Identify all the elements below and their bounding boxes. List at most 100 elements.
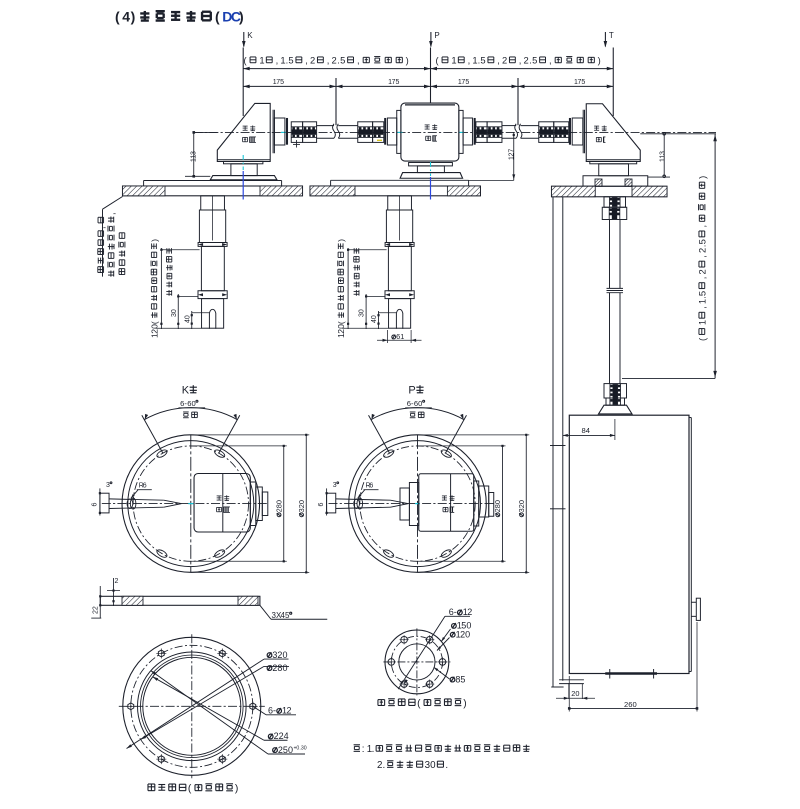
svg-text:,: , <box>697 225 708 228</box>
svg-text:4: 4 <box>184 319 191 323</box>
svg-text:(: ( <box>188 784 192 795</box>
svg-text:K: K <box>247 31 253 40</box>
svg-text:8: 8 <box>274 504 283 508</box>
svg-text:.: . <box>529 55 532 66</box>
svg-text:2: 2 <box>571 689 575 698</box>
svg-text:2: 2 <box>336 329 346 334</box>
svg-text:,: , <box>697 255 708 258</box>
svg-text:2: 2 <box>502 55 507 66</box>
svg-text:2: 2 <box>697 248 708 253</box>
svg-text:4: 4 <box>284 731 289 741</box>
svg-text:6: 6 <box>628 700 632 709</box>
svg-text:0: 0 <box>493 500 502 504</box>
svg-text:1: 1 <box>509 156 516 160</box>
svg-text:1: 1 <box>456 629 461 639</box>
svg-text:): ) <box>235 784 238 795</box>
svg-text:2: 2 <box>493 508 502 512</box>
svg-text:1: 1 <box>191 158 198 162</box>
svg-text:): ) <box>598 55 601 66</box>
svg-text:3: 3 <box>106 482 110 489</box>
svg-text:0: 0 <box>517 500 526 504</box>
svg-text:-: - <box>184 399 187 408</box>
svg-text:P: P <box>434 31 439 40</box>
svg-text:0: 0 <box>465 629 470 639</box>
svg-text:0: 0 <box>184 315 191 319</box>
svg-text:5: 5 <box>460 674 465 684</box>
svg-text:5: 5 <box>465 79 469 86</box>
svg-text:,: , <box>697 306 708 309</box>
svg-text:1: 1 <box>457 621 462 631</box>
svg-text:R: R <box>139 483 144 490</box>
svg-text:0: 0 <box>282 650 287 660</box>
svg-text:6: 6 <box>143 483 147 490</box>
svg-text:2: 2 <box>697 269 708 274</box>
svg-text:1: 1 <box>458 79 462 86</box>
svg-text:): ) <box>336 239 346 242</box>
svg-text:0: 0 <box>633 700 637 709</box>
svg-text:6: 6 <box>396 332 400 341</box>
svg-text:P: P <box>408 385 415 397</box>
svg-text:7: 7 <box>392 79 396 86</box>
svg-text:): ) <box>131 9 136 25</box>
svg-text:,: , <box>305 55 308 66</box>
svg-text:7: 7 <box>509 149 516 153</box>
svg-text:0: 0 <box>304 746 307 752</box>
svg-text:2: 2 <box>523 55 528 66</box>
svg-text:5: 5 <box>285 611 290 620</box>
svg-text:0: 0 <box>288 745 293 755</box>
svg-text:.: . <box>697 296 708 299</box>
svg-text:.: . <box>382 760 385 771</box>
svg-text:K: K <box>182 385 190 397</box>
svg-text:3: 3 <box>425 760 431 771</box>
svg-text:T: T <box>609 31 614 40</box>
svg-text:2: 2 <box>278 745 283 755</box>
svg-text:2: 2 <box>460 629 465 639</box>
svg-text:1: 1 <box>659 155 666 159</box>
svg-text:5: 5 <box>461 621 466 631</box>
svg-text:,: , <box>549 55 552 66</box>
svg-text:,: , <box>327 55 330 66</box>
svg-text:2: 2 <box>279 731 284 741</box>
svg-text:-: - <box>454 607 457 617</box>
svg-text:8: 8 <box>582 426 586 435</box>
svg-text:1: 1 <box>451 55 456 66</box>
svg-text:1: 1 <box>659 158 666 162</box>
svg-text:.: . <box>299 746 300 752</box>
svg-text:0: 0 <box>430 760 436 771</box>
svg-text:5: 5 <box>532 55 537 66</box>
svg-text:8: 8 <box>493 504 502 508</box>
svg-text:0: 0 <box>575 689 579 698</box>
svg-text:6: 6 <box>369 483 373 490</box>
svg-text:R: R <box>366 483 371 490</box>
svg-text:D: D <box>222 9 232 25</box>
svg-text:2: 2 <box>517 504 526 508</box>
svg-text:1: 1 <box>273 79 277 86</box>
svg-text:0: 0 <box>466 621 471 631</box>
svg-text:6: 6 <box>318 503 325 507</box>
svg-text:2: 2 <box>509 153 516 157</box>
svg-text:0: 0 <box>297 500 306 504</box>
svg-text:2: 2 <box>272 663 277 673</box>
svg-text:.: . <box>372 744 375 755</box>
svg-text:4: 4 <box>371 319 378 323</box>
svg-text:6: 6 <box>268 706 273 716</box>
svg-text:0: 0 <box>191 399 195 408</box>
svg-text:(: ( <box>244 55 248 66</box>
svg-text:(: ( <box>336 321 346 324</box>
svg-text:(: ( <box>115 9 120 25</box>
svg-text:6: 6 <box>180 399 184 408</box>
svg-text:1: 1 <box>336 333 346 338</box>
svg-text:0: 0 <box>274 500 283 504</box>
svg-text:3: 3 <box>297 508 306 512</box>
svg-text:3: 3 <box>659 151 666 155</box>
svg-text:-: - <box>273 706 276 716</box>
svg-text:2: 2 <box>115 578 119 585</box>
svg-text:5: 5 <box>288 55 293 66</box>
svg-text:6: 6 <box>91 503 98 507</box>
svg-text:-: - <box>411 399 414 408</box>
svg-text:(: ( <box>436 55 440 66</box>
svg-text:1: 1 <box>697 299 708 304</box>
svg-text:0: 0 <box>371 315 378 319</box>
svg-text:0: 0 <box>418 399 422 408</box>
svg-text:0: 0 <box>171 309 178 313</box>
